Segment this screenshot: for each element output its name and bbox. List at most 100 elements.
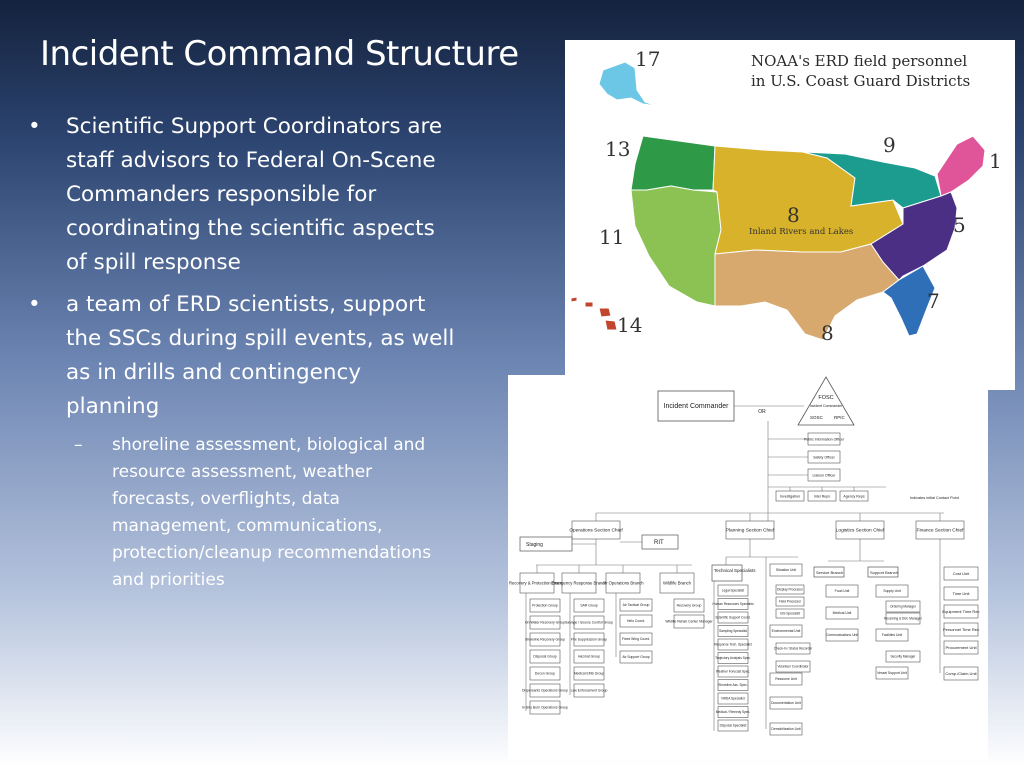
- recovery-group-box: [529, 632, 561, 647]
- technical-specialist-label: Sampling Specialist: [719, 629, 747, 633]
- district-label-14: 14: [617, 313, 642, 337]
- situation-subunit-box: [775, 608, 805, 619]
- operations-branch-box: [519, 572, 555, 594]
- wildlife-group-box: [673, 614, 705, 629]
- district-7-region: [882, 265, 936, 337]
- situation-subunit-label: GIS Specialist: [780, 612, 800, 616]
- planning-unit-box: [769, 722, 803, 736]
- air-group-label: Air Support Group: [622, 655, 649, 659]
- district-8-gulf-region: [714, 243, 900, 341]
- service-unit-label: Medical Unit: [833, 611, 852, 615]
- technical-specialist-box: [717, 584, 749, 597]
- emergency-group-label: Hazmat Group: [578, 655, 600, 659]
- support-subunit-label: Security Manager: [891, 655, 917, 659]
- support-subunit-label: Ordering Manager: [890, 605, 917, 609]
- recovery-group-box: [529, 615, 561, 630]
- recovery-group-label: Dispersants Operations Group: [522, 689, 568, 693]
- technical-specialist-box: [717, 638, 749, 651]
- finance-unit-box: [943, 586, 979, 601]
- emergency-group-box: [573, 683, 605, 698]
- bullet-item: • Scientific Support Coordinators are st…: [28, 110, 458, 280]
- district-label-5: 5: [953, 213, 966, 237]
- technical-specialist-box: [717, 625, 749, 637]
- support-subunit-label: Receiving & Dist. Manager: [884, 617, 923, 621]
- section-chief-label: Planning Section Chief: [726, 528, 775, 534]
- support-unit-box: [875, 584, 909, 598]
- rpic-label: RPIC: [834, 415, 846, 420]
- technical-specialist-label: Medical / Remedy Spec.: [716, 710, 751, 714]
- slide-title: Incident Command Structure: [40, 34, 519, 74]
- district-label-1: 1: [989, 149, 1002, 173]
- service-unit-box: [825, 584, 859, 598]
- map-title-line2: in U.S. Coast Guard Districts: [751, 72, 970, 90]
- finance-unit-box: [943, 666, 979, 681]
- section-chief-label: Finance Section Chief: [917, 528, 965, 534]
- finance-unit-label: Cost Unit: [953, 571, 970, 576]
- support-unit-box: [875, 628, 909, 642]
- or-label: OR: [758, 409, 766, 415]
- recovery-group-box: [529, 598, 561, 613]
- command-staff-item-box: [807, 450, 841, 464]
- planning-unit-box: [769, 696, 803, 710]
- technical-specialist-box: [717, 679, 749, 691]
- sosc-label: SOSC: [810, 415, 824, 420]
- wildlife-group-label: Wildlife Rehab Center Manager: [665, 620, 713, 624]
- resource-subunit-label: Check-In / Status Recorder: [774, 647, 813, 651]
- operations-branch-box: [605, 572, 641, 594]
- support-subunit-box: [885, 650, 921, 663]
- planning-unit-label: Demobilization Unit: [771, 727, 800, 731]
- emergency-group-box: [573, 632, 605, 647]
- technical-specialist-box: [717, 598, 749, 610]
- district-14-region: [598, 307, 612, 318]
- technical-specialist-label: Human Resources Specialist: [713, 602, 754, 606]
- situation-subunit-box: [775, 584, 805, 595]
- section-chief-box: [725, 520, 775, 540]
- finance-unit-label: Comp./Claim Unit: [945, 671, 977, 676]
- emergency-group-box: [573, 649, 605, 664]
- section-chief-box: [571, 520, 621, 540]
- service-unit-label: Communications Unit: [826, 633, 858, 637]
- support-branch-label: Support Branch: [870, 570, 898, 575]
- district-label-8-south: 8: [821, 321, 834, 345]
- command-staff-item-label: Safety Officer: [813, 455, 836, 459]
- technical-specialist-box: [717, 652, 749, 664]
- situation-subunit-label: Display Processor: [777, 588, 804, 592]
- fosc-inner-label: Incident Commander: [810, 404, 843, 408]
- bullet-marker: •: [28, 292, 41, 317]
- wildlife-group-box: [673, 598, 705, 613]
- technical-specialists-box: [711, 564, 743, 582]
- support-subunit-box: [885, 600, 921, 613]
- section-chief-box: [835, 520, 885, 540]
- bullet-marker: •: [28, 114, 41, 139]
- emergency-group-label: SAR Group: [580, 604, 597, 608]
- bullet-text: Scientific Support Coordinators are staf…: [66, 114, 443, 275]
- technical-specialists-label: Technical Specialists: [714, 568, 756, 573]
- section-chief-label: Operations Section Chief: [569, 528, 623, 534]
- situation-subunit-label: Field Processor: [779, 600, 802, 604]
- recovery-group-label: On-Water Recovery Group: [525, 621, 565, 625]
- emergency-group-box: [573, 598, 605, 613]
- rit-box: [641, 534, 679, 550]
- command-staff-item-label: Public Information Officer: [804, 437, 845, 441]
- air-group-box: [619, 598, 653, 612]
- planning-unit-label: Resource Unit: [775, 677, 797, 681]
- planning-unit-box: [769, 672, 803, 686]
- resource-subunit-box: [775, 642, 811, 655]
- wildlife-group-label: Recovery Group: [677, 604, 702, 608]
- emergency-group-box: [573, 666, 605, 681]
- district-5-region: [870, 191, 958, 281]
- finance-unit-box: [943, 640, 979, 655]
- district-17-region: [598, 61, 658, 107]
- operations-branch-label: Recovery & Protection Branch: [509, 580, 566, 585]
- recovery-group-box: [529, 666, 561, 681]
- district-label-11: 11: [599, 225, 624, 249]
- technical-specialist-box: [717, 665, 749, 678]
